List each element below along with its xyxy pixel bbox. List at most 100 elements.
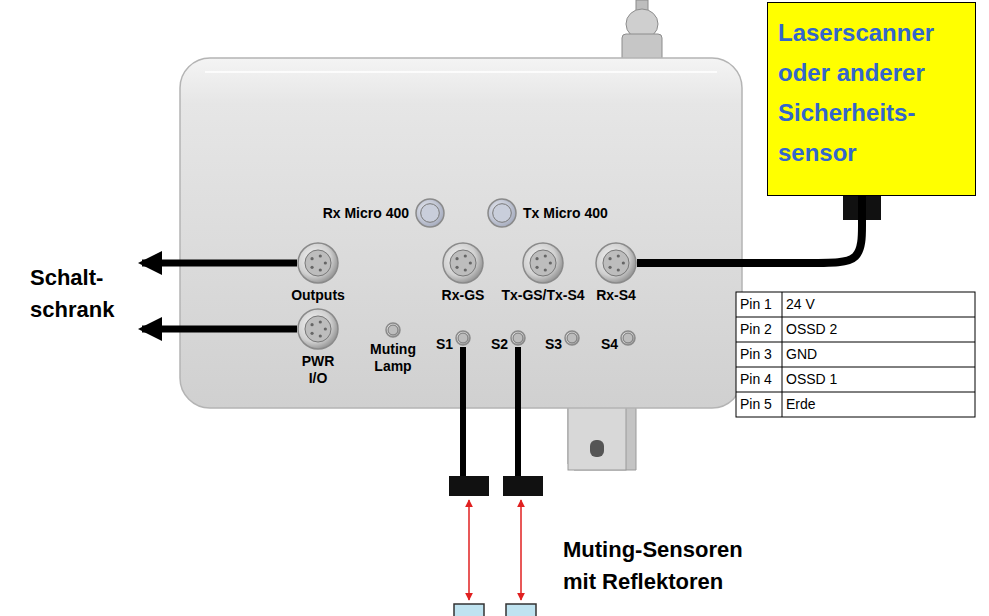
signal-arrow	[142, 260, 297, 267]
connector-label: Tx Micro 400	[523, 205, 608, 222]
socket-pin	[310, 323, 313, 326]
muting-sensor	[503, 476, 543, 496]
connector-socket	[415, 198, 445, 228]
socket-rim	[596, 243, 636, 283]
connector-label: Outputs	[291, 287, 345, 304]
signal-name: OSSD 1	[782, 367, 975, 392]
sensor-cable	[460, 347, 466, 478]
pin-number: Pin 3	[736, 342, 782, 367]
sensor-connector: S1	[455, 330, 471, 346]
connector-label: S3	[545, 336, 562, 353]
pin-number: Pin 2	[736, 317, 782, 342]
target-label: Schalt- schrank	[30, 262, 140, 326]
socket-pin	[310, 332, 313, 335]
socket-pin	[310, 257, 313, 260]
socket-pin	[617, 254, 620, 257]
connector-socket	[455, 330, 471, 346]
m12-connector: Outputs	[297, 242, 339, 284]
m12-connector: Rx-GS	[442, 242, 484, 284]
socket-face	[530, 250, 556, 276]
socket-rim	[488, 199, 516, 227]
connector-socket	[297, 242, 339, 284]
socket-pin	[549, 261, 552, 264]
connector-socket	[620, 330, 636, 346]
socket-face	[305, 250, 331, 276]
connector-socket	[522, 242, 564, 284]
socket-pin	[544, 268, 547, 271]
connector-socket	[510, 330, 526, 346]
cabinet-label: Schalt- schrank	[30, 262, 140, 334]
lamp-connector: Muting Lamp	[385, 322, 401, 338]
socket-rim	[443, 243, 483, 283]
connector-socket	[487, 198, 517, 228]
connector-socket	[385, 322, 401, 338]
socket-pin	[535, 266, 538, 269]
connector-label: Tx-GS/Tx-S4	[501, 287, 584, 304]
connector-label: Rx-GS	[442, 287, 485, 304]
socket-pin	[324, 327, 327, 330]
signal-name: GND	[782, 342, 975, 367]
sensor-connector: S3	[564, 330, 580, 346]
signal-name: 24 V	[782, 292, 975, 317]
mounting-bracket	[568, 398, 636, 470]
signal-name: Erde	[782, 392, 975, 417]
reflector	[454, 604, 484, 616]
connector-socket	[564, 330, 580, 346]
socket-pin	[608, 266, 611, 269]
pin-number: Pin 5	[736, 392, 782, 417]
socket-pin	[455, 266, 458, 269]
socket-pin	[455, 257, 458, 260]
mounting-bracket-face	[568, 398, 626, 470]
socket-pin	[622, 261, 625, 264]
connector-socket	[297, 308, 339, 350]
socket-face	[513, 333, 523, 343]
sensor-connector: S2	[510, 330, 526, 346]
reflector	[506, 604, 536, 616]
housing-highlight	[205, 71, 717, 73]
socket-face	[567, 333, 577, 343]
muting-sensor	[449, 476, 489, 496]
socket-pin	[464, 268, 467, 271]
bracket-slot	[590, 440, 604, 457]
socket-rim	[565, 331, 579, 345]
socket-face	[421, 204, 440, 223]
socket-pin	[469, 261, 472, 264]
socket-pin	[544, 254, 547, 257]
socket-pin	[319, 320, 322, 323]
pin-number: Pin 4	[736, 367, 782, 392]
socket-pin	[324, 261, 327, 264]
socket-rim	[523, 243, 563, 283]
connector-label: Rx Micro 400	[323, 205, 409, 222]
socket-rim	[416, 199, 444, 227]
table-rule	[736, 342, 975, 343]
socket-face	[388, 325, 398, 335]
connector-label: Rx-S4	[596, 287, 636, 304]
table-rule	[736, 367, 975, 368]
socket-rim	[298, 243, 338, 283]
box-text: Laserscanner oder anderer Sicherheits- s…	[778, 13, 969, 173]
micro-connector: Tx Micro 400	[487, 198, 517, 228]
socket-pin	[319, 254, 322, 257]
connector-socket	[442, 242, 484, 284]
table-rule	[736, 317, 975, 318]
socket-face	[450, 250, 476, 276]
pin-number: Pin 1	[736, 292, 782, 317]
socket-face	[493, 204, 512, 223]
connector-label: S4	[601, 336, 618, 353]
socket-pin	[617, 268, 620, 271]
table-rule	[782, 292, 783, 417]
socket-rim	[511, 331, 525, 345]
socket-pin	[319, 334, 322, 337]
socket-rim	[456, 331, 470, 345]
socket-pin	[319, 268, 322, 271]
connector-label: Muting Lamp	[370, 341, 416, 375]
sensor-cable	[515, 347, 521, 478]
socket-pin	[535, 257, 538, 260]
pin-table	[736, 292, 975, 417]
connector-label: PWR I/O	[302, 353, 335, 387]
socket-face	[603, 250, 629, 276]
light-beam	[520, 500, 522, 600]
connector-socket	[595, 242, 637, 284]
socket-pin	[608, 257, 611, 260]
